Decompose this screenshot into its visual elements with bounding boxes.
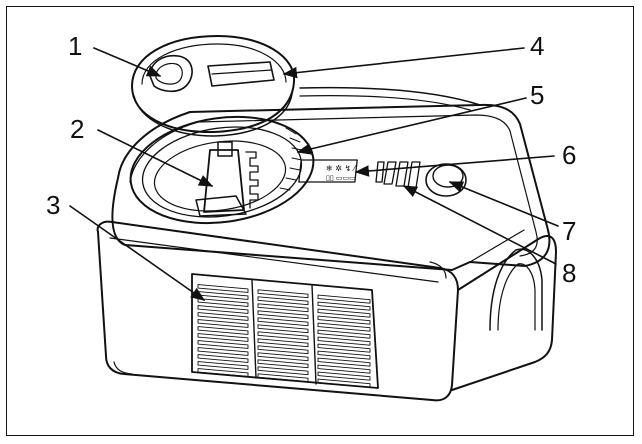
vent-divider xyxy=(311,284,317,385)
vent-slat xyxy=(317,322,371,332)
vent-slat xyxy=(317,364,371,374)
vent-slat xyxy=(317,357,371,367)
vent-slat xyxy=(317,294,371,304)
control-panel: ❄ ✲ ↯ ⁄ ▯▯ ▭▭▭ xyxy=(298,159,421,189)
svg-text:▯▯ ▭▭▭: ▯▯ ▭▭▭ xyxy=(326,174,356,182)
leader-line-1 xyxy=(93,47,162,77)
vent-slat xyxy=(257,366,309,376)
power-knob xyxy=(425,163,467,197)
callout-3: 3 xyxy=(46,190,60,220)
vent-slat xyxy=(197,354,249,363)
lid xyxy=(131,35,296,137)
vent-slat xyxy=(197,305,249,314)
callout-5: 5 xyxy=(530,80,544,110)
leader-line-7 xyxy=(448,181,559,227)
vent-slat xyxy=(317,301,371,311)
vent-slat xyxy=(197,368,249,377)
leader-line-4 xyxy=(282,47,525,79)
vent-slat xyxy=(257,331,309,341)
vent-slat xyxy=(257,296,309,306)
vent-slat xyxy=(257,359,309,369)
callout-8: 8 xyxy=(562,258,576,288)
vent-slat xyxy=(257,303,309,313)
diagram-frame xyxy=(6,6,634,436)
callout-6: 6 xyxy=(562,140,576,170)
vent-slat xyxy=(197,333,249,342)
callout-7: 7 xyxy=(562,216,576,246)
vent-slat xyxy=(317,350,371,360)
air-vent-grille xyxy=(191,273,379,389)
vent-slat xyxy=(257,345,309,355)
vent-slat xyxy=(317,329,371,339)
vent-slat xyxy=(317,371,371,381)
svg-text:❄ ✲ ↯ ⁄: ❄ ✲ ↯ ⁄ xyxy=(326,164,357,173)
vent-slat xyxy=(317,315,371,325)
callout-lines xyxy=(69,47,559,301)
vent-slat xyxy=(257,317,309,327)
vent-divider xyxy=(251,279,257,379)
leader-line-5 xyxy=(296,97,527,155)
vent-slat xyxy=(197,319,249,328)
vent-slat xyxy=(197,291,249,300)
leader-line-2 xyxy=(97,129,214,187)
vent-slat xyxy=(197,284,249,293)
vent-slat xyxy=(317,378,371,388)
callout-labels: 1 2 3 4 5 6 7 8 xyxy=(46,31,576,288)
vent-slat xyxy=(197,312,249,321)
vent-slat xyxy=(317,336,371,346)
vent-slat xyxy=(197,298,249,307)
vent-slat xyxy=(197,347,249,356)
stirring-paddle xyxy=(195,141,259,217)
vent-slat xyxy=(257,324,309,334)
vent-slat xyxy=(317,308,371,318)
leader-line-8 xyxy=(402,185,557,265)
vent-slat xyxy=(257,338,309,348)
display-symbols: ❄ ✲ ↯ ⁄ ▯▯ ▭▭▭ xyxy=(326,164,357,182)
vent-slat xyxy=(257,373,309,383)
callout-4: 4 xyxy=(530,31,544,61)
leader-line-3 xyxy=(69,205,206,301)
callout-1: 1 xyxy=(68,31,82,61)
control-buttons xyxy=(375,161,421,189)
callout-2: 2 xyxy=(70,114,84,144)
vent-slat xyxy=(197,361,249,370)
bowl-opening xyxy=(129,115,315,225)
vent-slat xyxy=(197,326,249,335)
vent-slat xyxy=(257,310,309,320)
leader-line-6 xyxy=(354,155,555,177)
vent-slat xyxy=(257,352,309,362)
vent-slat xyxy=(317,343,371,353)
vent-slat xyxy=(257,289,309,299)
vent-slat xyxy=(197,340,249,349)
